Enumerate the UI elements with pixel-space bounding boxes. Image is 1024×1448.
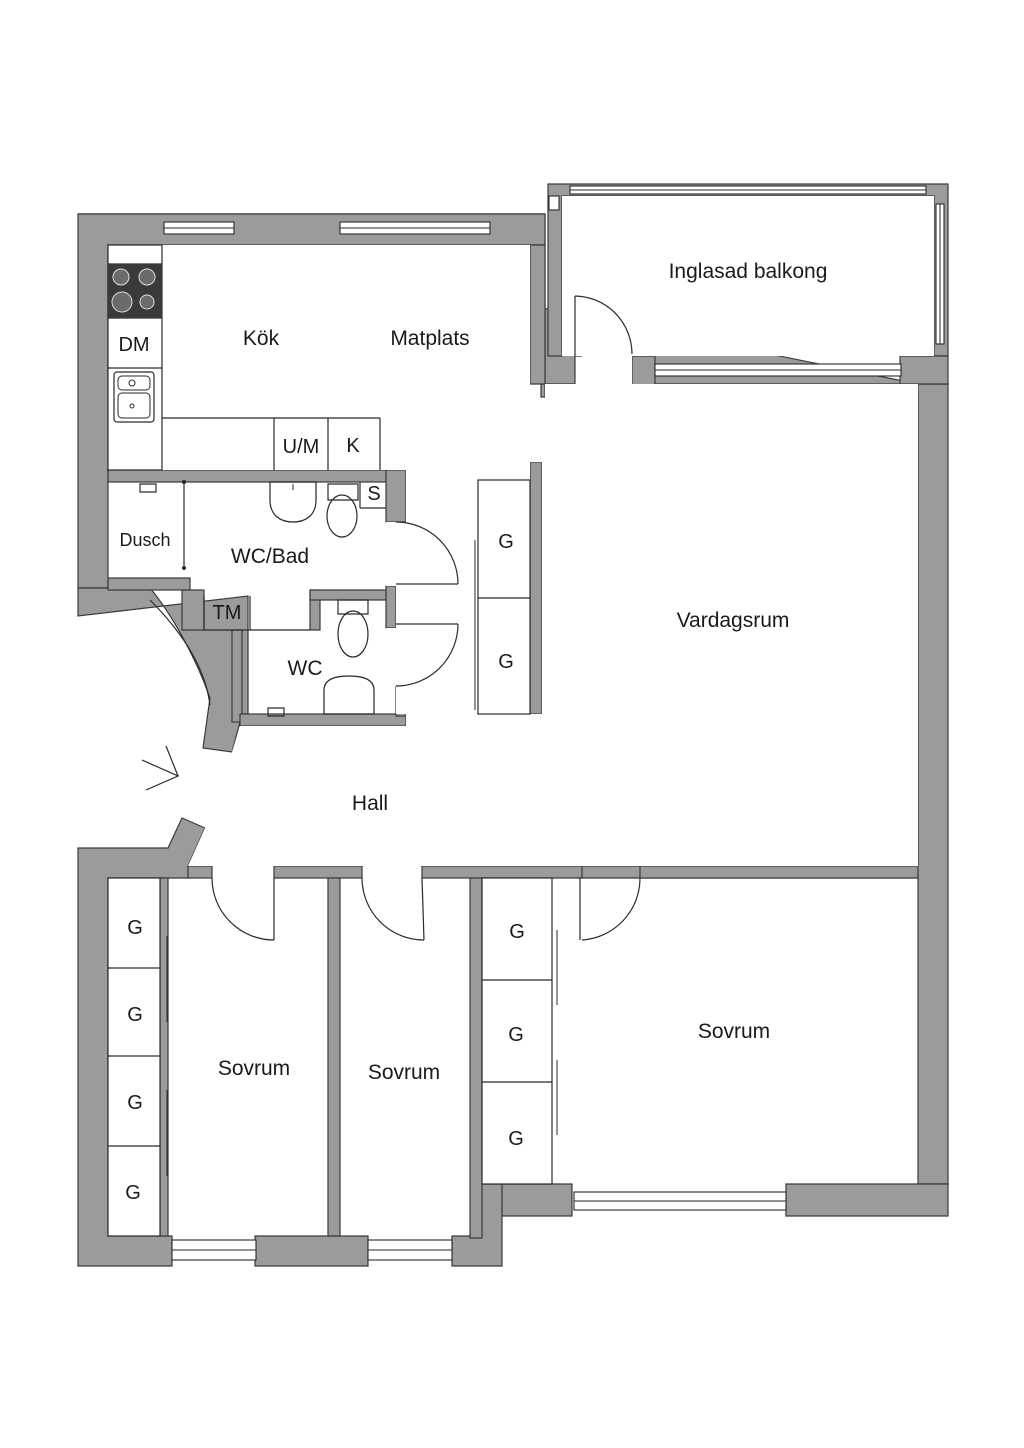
- fridge-label: K: [346, 435, 360, 457]
- wardrobe-label: G: [508, 1024, 524, 1046]
- storage-s-label: S: [367, 483, 380, 505]
- stove-icon: [108, 264, 162, 318]
- windows: [163, 185, 945, 1261]
- wardrobe-label: G: [508, 1128, 524, 1150]
- living-room-label: Vardagsrum: [677, 609, 790, 632]
- bedroom-2-label: Sovrum: [368, 1061, 440, 1084]
- wardrobe-label: G: [127, 917, 143, 939]
- bedroom-1-label: Sovrum: [218, 1057, 290, 1080]
- sink-icon: [113, 371, 155, 423]
- dining-label: Matplats: [390, 327, 469, 350]
- wc-fixtures: [267, 599, 375, 717]
- balcony-label: Inglasad balkong: [669, 260, 828, 283]
- kitchen-label: Kök: [243, 327, 280, 350]
- wardrobe-outlines: [107, 479, 558, 1237]
- bedroom-3-label: Sovrum: [698, 1020, 770, 1043]
- dishwasher-label: DM: [118, 334, 149, 356]
- room-floors: [108, 196, 934, 866]
- wardrobe-label: G: [125, 1182, 141, 1204]
- washer-label: U/M: [283, 436, 320, 458]
- wardrobe-label: G: [127, 1092, 143, 1114]
- bathroom-fixtures: [139, 480, 386, 631]
- bathroom-label: WC/Bad: [231, 545, 309, 568]
- wardrobe-label: G: [498, 651, 514, 673]
- wardrobe-label: G: [509, 921, 525, 943]
- dryer-label: TM: [213, 602, 242, 624]
- hall-label: Hall: [352, 792, 388, 815]
- shower-label: Dusch: [119, 530, 170, 550]
- doors: [141, 295, 641, 941]
- wardrobe-labels: G G G G G G G G G: [125, 531, 525, 1204]
- toilet-label: WC: [288, 657, 323, 680]
- room-labels: Inglasad balkong Kök Matplats DM U/M K S…: [118, 260, 827, 1084]
- wardrobe-label: G: [498, 531, 514, 553]
- wardrobe-label: G: [127, 1004, 143, 1026]
